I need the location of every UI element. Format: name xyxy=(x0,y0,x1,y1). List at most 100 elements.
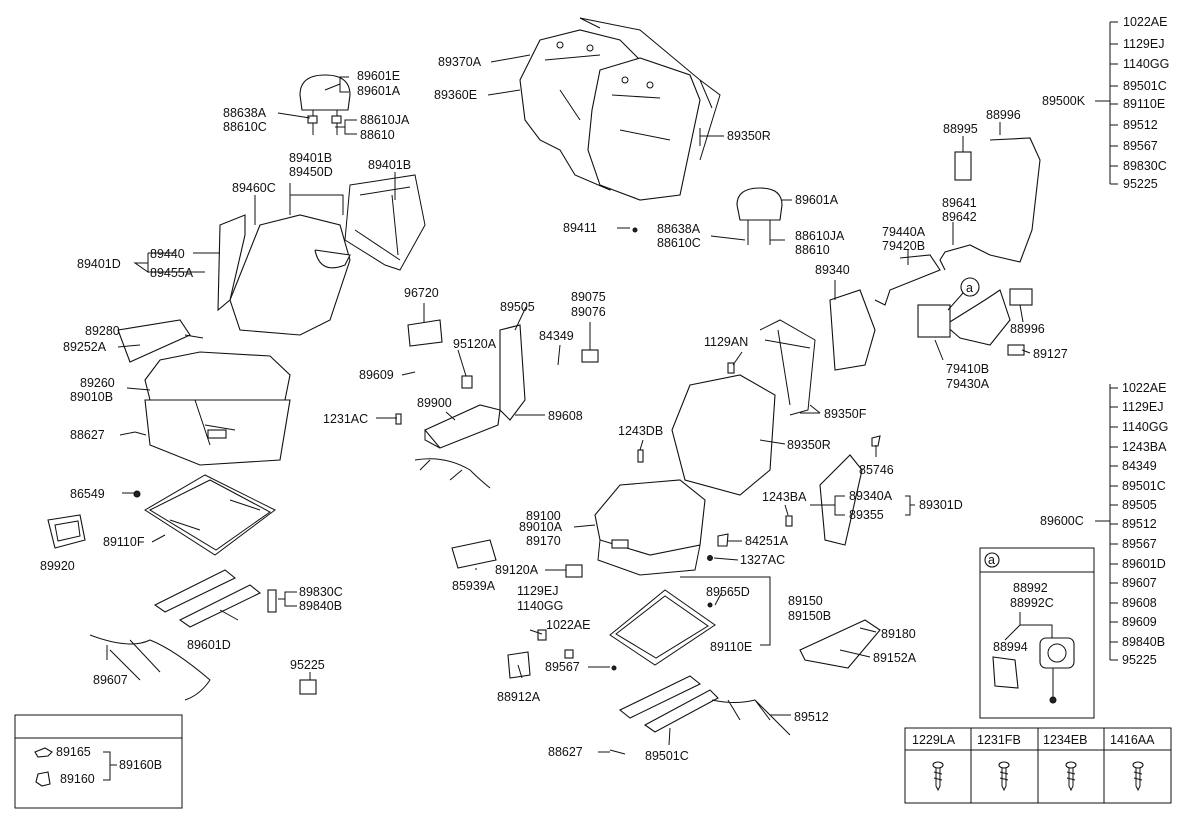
screw-icon-1416AA xyxy=(1132,761,1144,792)
label-95120A: 95120A xyxy=(453,337,497,351)
list-item: 1129EJ xyxy=(1122,400,1163,414)
label-1140GG-lower: 1140GG xyxy=(517,599,563,613)
label-89565D: 89565D xyxy=(706,585,750,599)
label-1129EJ: 1129EJ xyxy=(1123,37,1164,51)
label-89010A: 89010A xyxy=(519,520,563,534)
center-armrest-drawing xyxy=(407,319,501,489)
label-96720: 96720 xyxy=(404,286,439,300)
label-95225-lower: 95225 xyxy=(290,658,325,672)
right-seat-rails-drawing xyxy=(618,675,791,736)
part-labels: 89601E 89601A 88638A 88610C 88610JA 8861… xyxy=(40,15,1169,763)
label-84349: 84349 xyxy=(539,329,574,343)
label-89642: 89642 xyxy=(942,210,977,224)
label-89127: 89127 xyxy=(1033,347,1068,361)
label-89601A: 89601A xyxy=(357,84,401,98)
label-89601A-right: 89601A xyxy=(795,193,839,207)
label-89920: 89920 xyxy=(40,559,75,573)
label-88610C: 88610C xyxy=(223,120,267,134)
list-item: 95225 xyxy=(1122,653,1157,667)
label-89355: 89355 xyxy=(849,508,884,522)
label-1140GG: 1140GG xyxy=(1123,57,1169,71)
label-89180: 89180 xyxy=(881,627,916,641)
label-89110E-lower: 89110E xyxy=(710,640,752,654)
label-89370A: 89370A xyxy=(438,55,482,69)
table-header-1234EB: 1234EB xyxy=(1043,733,1087,747)
table-header-1231FB: 1231FB xyxy=(977,733,1021,747)
inset-box-a: a 88992 88992C 88994 xyxy=(979,547,1095,719)
label-88627: 88627 xyxy=(70,428,105,442)
label-88995: 88995 xyxy=(943,122,978,136)
inset-marker: a xyxy=(988,553,995,567)
label-86549: 86549 xyxy=(70,487,105,501)
label-88912A: 88912A xyxy=(497,690,541,704)
list-item: 89567 xyxy=(1122,537,1157,551)
label-89401B-right: 89401B xyxy=(368,158,411,172)
label-89401B: 89401B xyxy=(289,151,332,165)
label-89600C: 89600C xyxy=(1040,514,1084,528)
left-seat-rails-drawing xyxy=(89,569,317,701)
label-89455A: 89455A xyxy=(150,266,194,280)
label-89260: 89260 xyxy=(80,376,115,390)
label-88610JA: 88610JA xyxy=(360,113,410,127)
label-89110F: 89110F xyxy=(103,535,145,549)
label-1022AE-lower: 1022AE xyxy=(546,618,590,632)
label-89830C-lower: 89830C xyxy=(299,585,343,599)
label-95225: 95225 xyxy=(1123,177,1158,191)
screw-icon-1231FB xyxy=(998,761,1010,792)
label-88638A-right: 88638A xyxy=(657,222,701,236)
label-89450D: 89450D xyxy=(289,165,333,179)
label-89601D: 89601D xyxy=(187,638,231,652)
label-88610: 88610 xyxy=(360,128,395,142)
label-89601E: 89601E xyxy=(357,69,400,83)
label-89609: 89609 xyxy=(359,368,394,382)
headrest-left-drawing xyxy=(299,74,351,135)
label-89340: 89340 xyxy=(815,263,850,277)
rear-seat-back-drawing xyxy=(519,17,721,201)
screw-icon-1229LA xyxy=(932,761,944,792)
leader-lines xyxy=(106,21,1118,753)
list-item: 1243BA xyxy=(1122,440,1167,454)
label-89350F: 89350F xyxy=(824,407,867,421)
right-seat-back-drawing xyxy=(671,319,863,546)
callout-a: a xyxy=(947,277,980,311)
list-item: 89601D xyxy=(1122,557,1166,571)
label-89010B: 89010B xyxy=(70,390,113,404)
label-89608: 89608 xyxy=(548,409,583,423)
list-item: 89512 xyxy=(1122,517,1157,531)
label-79440A: 79440A xyxy=(882,225,926,239)
label-88610JA-right: 88610JA xyxy=(795,229,845,243)
svg-text:a: a xyxy=(966,281,973,295)
label-89350R: 89350R xyxy=(727,129,771,143)
label-89401D: 89401D xyxy=(77,257,121,271)
label-89150: 89150 xyxy=(788,594,823,608)
label-88638A: 88638A xyxy=(223,106,267,120)
label-1243DB: 1243DB xyxy=(618,424,663,438)
list-item: 89505 xyxy=(1122,498,1157,512)
label-88992C: 88992C xyxy=(1010,596,1054,610)
headrest-right-drawing xyxy=(736,187,783,245)
list-89600C: 89600C 1022AE 1129EJ 1140GG 1243BA 84349… xyxy=(1040,381,1168,667)
label-89075: 89075 xyxy=(571,290,606,304)
label-79410B: 79410B xyxy=(946,362,989,376)
label-1243BA: 1243BA xyxy=(762,490,807,504)
label-89350R-right: 89350R xyxy=(787,438,831,452)
label-89160B: 89160B xyxy=(119,758,162,772)
label-88996: 88996 xyxy=(986,108,1021,122)
label-89512-lower: 89512 xyxy=(794,710,829,724)
label-89280: 89280 xyxy=(85,324,120,338)
label-89165: 89165 xyxy=(56,745,91,759)
label-88610-right: 88610 xyxy=(795,243,830,257)
left-cushion-frame-drawing xyxy=(144,474,276,556)
label-85939A: 85939A xyxy=(452,579,496,593)
label-89500K: 89500K xyxy=(1042,94,1086,108)
label-89900: 89900 xyxy=(417,396,452,410)
label-89170: 89170 xyxy=(526,534,561,548)
label-79430A: 79430A xyxy=(946,377,990,391)
table-header-1229LA: 1229LA xyxy=(912,733,956,747)
label-89607: 89607 xyxy=(93,673,128,687)
storage-tray-drawing xyxy=(47,514,86,549)
label-88610C-right: 88610C xyxy=(657,236,701,250)
list-item: 89609 xyxy=(1122,615,1157,629)
list-item: 1022AE xyxy=(1122,381,1166,395)
label-89641: 89641 xyxy=(942,196,977,210)
